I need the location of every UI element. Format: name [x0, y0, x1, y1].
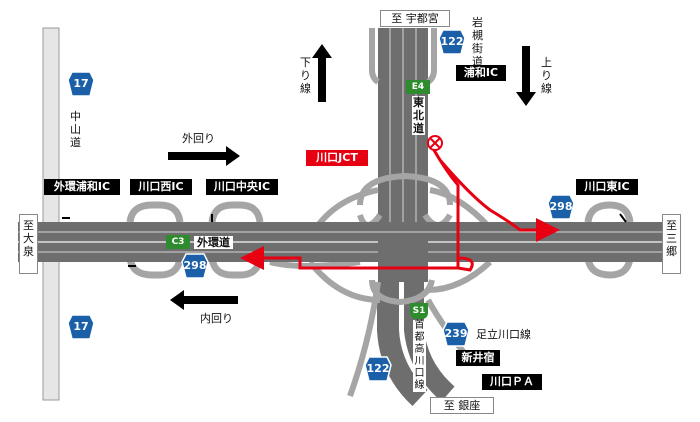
inner-loop-arrow-icon — [170, 290, 238, 310]
route-122-shield-top: 122 — [437, 28, 467, 58]
inner-loop-label: 内回り — [200, 312, 233, 325]
route-298-shield-right: 298 — [546, 193, 576, 223]
outer-loop-label: 外回り — [182, 132, 215, 145]
destination-west: 至 大泉 — [19, 214, 38, 274]
destination-east: 至 三郷 — [662, 214, 681, 274]
down-line-label: 下り線 — [300, 56, 311, 95]
kawaguchi-higashi-ic-tag: 川口東IC — [576, 179, 638, 195]
route-239-shield: 239 — [441, 320, 471, 350]
route-122-number: 122 — [440, 35, 464, 48]
iwatsuki-label: 岩槻街道 — [472, 16, 483, 68]
route-17-number: 17 — [73, 77, 89, 90]
destination-south: 至 銀座 — [430, 397, 494, 414]
kawaguchi-nishi-ic-tag: 川口西IC — [130, 179, 192, 195]
closed-circle-x-icon — [427, 135, 443, 151]
araijuku-tag: 新井宿 — [456, 350, 500, 366]
route-122-number: 122 — [366, 362, 390, 375]
e4-sign: E4 — [406, 80, 430, 94]
up-line-arrow-icon — [516, 46, 536, 106]
urawa-ic-tag: 浦和IC — [456, 65, 506, 81]
kawaguchi-pa-tag: 川口ＰＡ — [482, 374, 542, 390]
shutoko-kawaguchi-label: 首都高川口線 — [413, 320, 426, 392]
adachi-kawaguchi-label: 足立川口線 — [476, 328, 531, 341]
red-route-arrow-west — [240, 246, 458, 270]
outer-loop-arrow-icon — [168, 146, 240, 166]
route-298-number: 298 — [183, 259, 207, 272]
route-17-shield-top: 17 — [66, 70, 96, 100]
kawaguchi-jct-tag: 川口JCT — [306, 150, 368, 166]
ramp-markers — [62, 213, 627, 267]
kawaguchi-chuo-ic-tag: 川口中央IC — [206, 179, 278, 195]
route-17-number: 17 — [73, 320, 89, 333]
gaikan-urawa-ic-tag: 外環浦和IC — [44, 179, 120, 195]
nakasendo-label: 中山道 — [70, 110, 81, 149]
tohoku-expressway-label: 東北道 — [412, 96, 425, 135]
route-298-shield-left: 298 — [180, 252, 210, 282]
c3-sign: C3 — [166, 235, 190, 249]
down-line-arrow-icon — [312, 44, 332, 102]
route-122-shield-bottom: 122 — [363, 355, 393, 385]
route-239-number: 239 — [444, 327, 468, 340]
route-17-shield-bottom: 17 — [66, 313, 96, 343]
nakasendo-road — [42, 27, 60, 401]
s1-sign: S1 — [410, 303, 428, 319]
gaikando-label: 外環道 — [194, 236, 233, 249]
gaikan-expressway — [18, 222, 668, 282]
destination-north: 至 宇都宮 — [380, 10, 450, 27]
route-298-number: 298 — [549, 200, 573, 213]
up-line-label: 上り線 — [541, 56, 552, 95]
